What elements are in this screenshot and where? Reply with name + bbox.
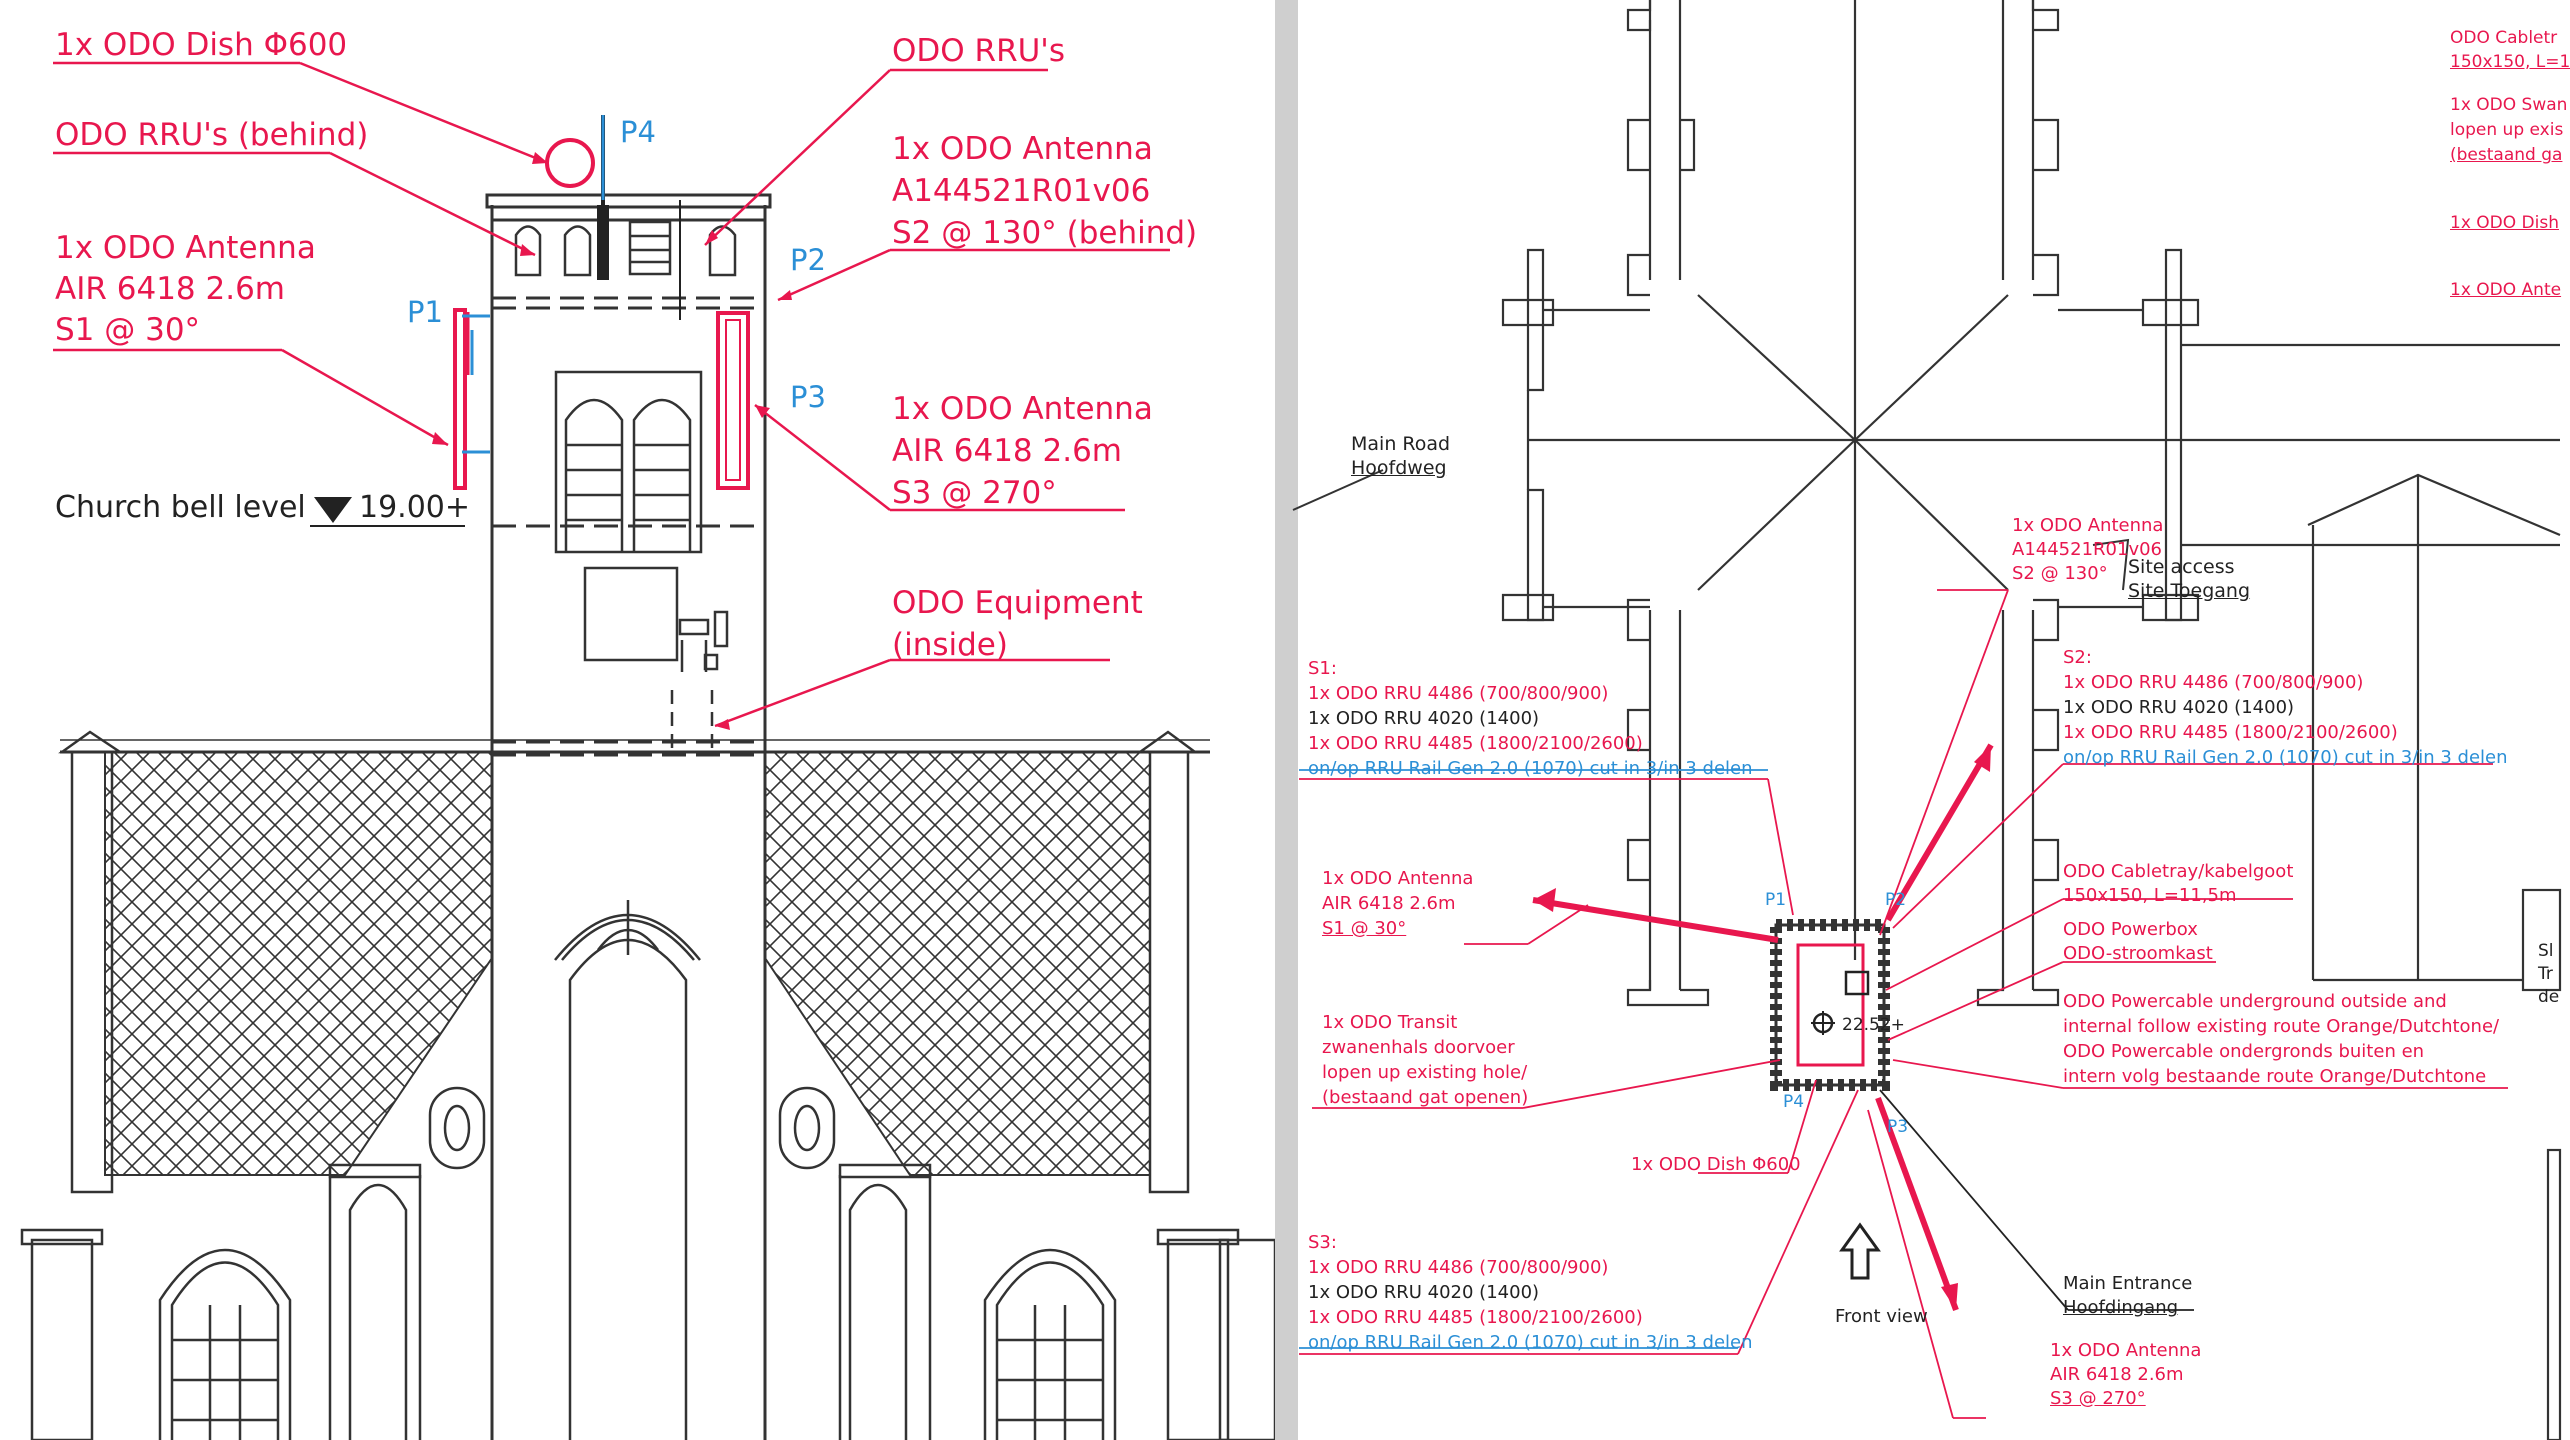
- s1-rru-list: S1: 1x ODO RRU 4486 (700/800/900) 1x ODO…: [1308, 658, 1753, 779]
- elevation-leaders: [53, 61, 1170, 728]
- plan-view-panel: Main Road Hoofdweg Site access Site Toeg…: [1292, 0, 2570, 1440]
- church-outline: [1501, 0, 2562, 1440]
- main-road-label: Main Road Hoofdweg: [1351, 433, 1451, 479]
- front-view-label: Front view: [1835, 1306, 1928, 1327]
- s3-rru-list: S3: 1x ODO RRU 4486 (700/800/900) 1x ODO…: [1308, 1232, 1753, 1353]
- panel-divider: [1275, 0, 1298, 1440]
- tower-level-label: 22.52+: [1842, 1015, 1905, 1035]
- antenna-s1: [453, 308, 490, 490]
- transit-label: 1x ODO Transit zwanenhals doorvoer lopen…: [1322, 1012, 1529, 1108]
- left-roof-hatch: [104, 751, 493, 1176]
- right-edge-label: Sl Tr de: [2538, 941, 2560, 1007]
- s2-rru-list: S2: 1x ODO RRU 4486 (700/800/900) 1x ODO…: [2063, 647, 2508, 768]
- oval-windows: [428, 1086, 836, 1170]
- elevation-drawing: [20, 61, 1277, 1440]
- sector-arrows: [1532, 743, 1994, 1312]
- top-right-dish: 1x ODO Dish: [2450, 213, 2559, 233]
- plan-s1-antenna-label: 1x ODO Antenna AIR 6418 2.6m S1 @ 30°: [1322, 868, 1474, 939]
- plan-s3-antenna-label: 1x ODO Antenna AIR 6418 2.6m S3 @ 270°: [2050, 1340, 2202, 1409]
- top-right-swan: 1x ODO Swan lopen up exis (bestaand ga: [2450, 95, 2568, 165]
- elev-ant-s2-callout: 1x ODO Antenna A144521R01v06 S2 @ 130° (…: [892, 131, 1198, 251]
- plan-p1-label: P1: [1765, 890, 1787, 910]
- tower-openings: [514, 220, 737, 277]
- plan-drawing: [1292, 0, 2562, 1440]
- elev-p1-label: P1: [407, 295, 443, 329]
- top-right-cabletray: ODO Cabletr 150x150, L=1: [2450, 28, 2570, 72]
- elev-rru-behind-callout: ODO RRU's (behind): [55, 117, 369, 153]
- powercable-label: ODO Powercable underground outside and i…: [2063, 991, 2500, 1087]
- cabletray-label: ODO Cabletray/kabelgoot 150x150, L=11,5m: [2063, 861, 2294, 906]
- tower-plan: [1770, 919, 1890, 1091]
- antenna-s3: [716, 311, 750, 490]
- elev-p2-label: P2: [790, 243, 826, 277]
- elev-ant-s3-callout: 1x ODO Antenna AIR 6418 2.6m S3 @ 270°: [892, 391, 1153, 511]
- right-roof-hatch: [764, 751, 1151, 1176]
- left-pillar: [20, 730, 125, 1440]
- main-road-leader: [1292, 469, 1384, 511]
- elev-ant-s1-callout: 1x ODO Antenna AIR 6418 2.6m S1 @ 30°: [55, 230, 316, 348]
- front-view-arrow: [1839, 1222, 1881, 1280]
- elev-p3-label: P3: [790, 380, 826, 414]
- elev-equipment-callout: ODO Equipment (inside): [892, 585, 1143, 663]
- plan-leaders: [1299, 589, 2508, 1419]
- elev-rru-callout: ODO RRU's: [892, 33, 1065, 69]
- leader-arrowheads: [432, 152, 792, 730]
- plan-p2-label: P2: [1885, 890, 1907, 910]
- elev-p4-label: P4: [620, 115, 656, 149]
- main-entrance-arch: [554, 900, 701, 1440]
- plan-black-leaders: [1299, 769, 2194, 1349]
- top-right-antenna: 1x ODO Ante: [2450, 280, 2562, 300]
- site-access-label: Site access Site Toegang: [2128, 556, 2251, 602]
- plan-dish-label: 1x ODO Dish Φ600: [1631, 1154, 1801, 1175]
- equipment-cabinet: [583, 566, 729, 755]
- elev-bell-level: Church bell level 19.00+: [55, 490, 471, 525]
- dish-mast: [545, 115, 681, 320]
- elevation-view-panel: 1x ODO Dish Φ600 ODO RRU's (behind) 1x O…: [0, 0, 1277, 1440]
- site-access-leader: [2092, 538, 2130, 591]
- plan-p4-label: P4: [1783, 1092, 1805, 1112]
- plan-s2-antenna-label: 1x ODO Antenna A144521R01v06 S2 @ 130°: [2012, 515, 2164, 584]
- tower-double-window: [554, 370, 703, 554]
- main-entrance-label: Main Entrance Hoofdingang: [2063, 1273, 2193, 1318]
- right-pillar: [1136, 730, 1240, 1440]
- plan-p3-label: P3: [1887, 1117, 1909, 1137]
- lower-windows: [158, 1163, 1277, 1440]
- elev-dish-callout: 1x ODO Dish Φ600: [55, 27, 348, 63]
- bell-level-marker: [310, 497, 465, 527]
- church-tower: [485, 193, 772, 1440]
- powerbox-label: ODO Powerbox ODO-stroomkast: [2063, 919, 2213, 964]
